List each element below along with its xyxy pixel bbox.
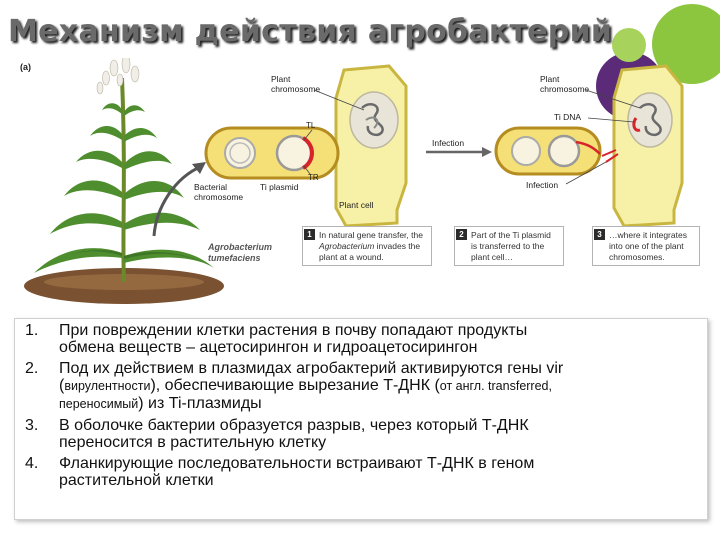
agrobacterium-label-2: tumefaciens — [208, 253, 261, 263]
plant-chromosome-label-left-1: Plant — [271, 74, 291, 84]
step-2-line-1: Под их действием в плазмидах агробактери… — [59, 360, 564, 377]
invasion-arrow — [152, 164, 203, 237]
step-2-number: 2. — [25, 360, 39, 377]
figure-drawing: (a) Agrobacterium tumefaciens — [20, 54, 684, 304]
infection-label: Infection — [526, 180, 558, 190]
step-3-number: 3. — [25, 417, 39, 434]
chromosome-left — [361, 103, 384, 137]
plant-chromosome-label-left-2: chromosome — [271, 84, 320, 94]
plant-stem — [120, 77, 126, 283]
caption-3: 3 …where it integrates into one of the p… — [592, 226, 700, 266]
plant-flowers — [96, 54, 140, 95]
caption-1-text-b: invades the plant at a wound. — [319, 241, 421, 262]
caption-2: 2 Part of the Ti plasmid is transferred … — [454, 226, 564, 266]
step-2-line-3: переносимый) из Ti-плазмиды — [59, 395, 262, 412]
caption-1-number: 1 — [304, 229, 315, 240]
caption-3-number: 3 — [594, 229, 605, 240]
bacterial-chromosome-label-2: chromosome — [194, 192, 243, 202]
nucleus-right — [627, 92, 673, 148]
step-4-line-1: Фланкирующие последовательности встраива… — [59, 455, 535, 472]
caption-1-italic: Agrobacterium — [319, 241, 375, 251]
ti-dna-label: Ti DNA — [554, 112, 581, 122]
step-4: 4. Фланкирующие последовательности встра… — [15, 455, 707, 489]
step-1: 1. При повреждении клетки растения в поч… — [15, 322, 707, 356]
chromosome-right — [639, 103, 662, 137]
step-4-line-2: растительной клетки — [59, 472, 214, 489]
caption-2-number: 2 — [456, 229, 467, 240]
t-dna-transfer — [575, 140, 601, 155]
caption-3-text: …where it integrates into one of the pla… — [609, 230, 687, 262]
t-dna-left — [301, 136, 314, 170]
steps-list: 1. При повреждении клетки растения в поч… — [15, 319, 707, 489]
integrated-t-dna — [632, 117, 641, 132]
bacterial-chromosome-right — [511, 136, 541, 166]
caption-1-text-a: In natural gene transfer, the — [319, 230, 423, 240]
step-4-number: 4. — [25, 455, 39, 472]
plant-leaf-shadows — [49, 250, 204, 263]
caption-1: 1 In natural gene transfer, the Agrobact… — [302, 226, 432, 266]
step-1-line-1: При повреждении клетки растения в почву … — [59, 322, 528, 339]
step-3-line-2: переносится в растительную клетку — [59, 434, 327, 451]
step-3-line-1: В оболочке бактерии образуется разрыв, ч… — [59, 417, 529, 434]
steps-box: 1. При повреждении клетки растения в поч… — [14, 318, 708, 520]
step-2: 2. Под их действием в плазмидах агробакт… — [15, 360, 707, 413]
bacterial-chromosome-label-1: Bacterial — [194, 182, 227, 192]
agrobacterium-figure: (a) Agrobacterium tumefaciens — [14, 54, 714, 308]
step-2-line-2: (вирулентности), обеспечивающие вырезани… — [59, 377, 552, 394]
step-1-line-2: обмена веществ – ацетосирингон и гидроац… — [59, 339, 478, 356]
ti-plasmid-right — [547, 134, 581, 168]
plant-chromosome-label-right-1: Plant — [540, 74, 560, 84]
ti-plasmid-label: Ti plasmid — [260, 182, 299, 192]
step-1-number: 1. — [25, 322, 39, 339]
plant-cell-label: Plant cell — [339, 200, 374, 210]
caption-2-text: Part of the Ti plasmid is transferred to… — [471, 230, 551, 262]
tl-label: TL — [306, 121, 316, 130]
infection-arrow-label: Infection — [432, 138, 464, 148]
decor-circle-green-small — [612, 28, 646, 62]
tr-label: TR — [308, 173, 319, 182]
panel-label: (a) — [20, 62, 31, 72]
step-3: 3. В оболочке бактерии образуется разрыв… — [15, 417, 707, 451]
plant-chromosome-label-right-2: chromosome — [540, 84, 589, 94]
agrobacterium-label-1: Agrobacterium — [207, 242, 272, 252]
invasion-arrow-head — [192, 162, 206, 174]
nucleus-left — [349, 91, 399, 149]
slide-title: Механизм действия агробактерий — [8, 14, 613, 49]
